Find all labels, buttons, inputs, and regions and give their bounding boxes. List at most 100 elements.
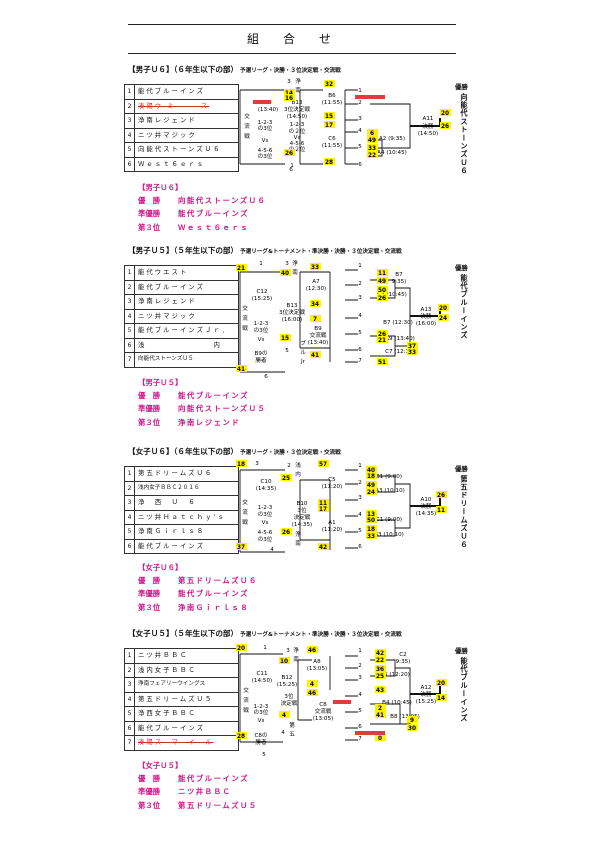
score-value: 17 <box>325 123 333 129</box>
section-heading: 【男子Ｕ５】（５年生以下の部） 予選リーグ&トーナメント・準決勝・決勝・３位決定… <box>128 245 402 256</box>
bracket-label: (15:25) <box>416 699 437 705</box>
score-box <box>310 351 321 358</box>
bracket-label: 1 <box>259 261 263 267</box>
score-value: 25 <box>376 674 384 680</box>
score-box <box>436 694 447 701</box>
bracket-label: 勝者 <box>255 356 267 364</box>
score-box <box>367 136 378 143</box>
bracket-label: 7 <box>358 358 362 364</box>
champion-label: 優勝 <box>455 264 468 272</box>
section-heading-format: 予選リーグ・決勝・３位決定戦・交流戦 <box>238 68 341 74</box>
bracket-label: (11:55) <box>322 100 343 106</box>
score-value: 15 <box>281 336 289 342</box>
score-value: 24 <box>439 316 447 322</box>
bracket-label: A9 (13:40) <box>385 336 415 342</box>
score-box <box>366 516 377 523</box>
score-value: 51 <box>378 360 386 366</box>
bracket-label: (14:50) <box>252 678 273 684</box>
bracket-label: 戦 <box>243 706 249 714</box>
bracket-label: 交 <box>242 304 248 312</box>
bracket-label: 2 <box>358 281 362 287</box>
result-team: Ｗｅｓｔ６ｅｒｓ <box>178 222 250 232</box>
score-box <box>367 151 378 158</box>
section-heading-format: 予選リーグ&トーナメント・準決勝・決勝・３位決定戦・交流戦 <box>238 632 402 638</box>
bracket-label: (11:55) <box>322 143 343 149</box>
score-box <box>324 121 335 128</box>
team-name: 浅内女子ＢＢＣ２０１６ <box>134 480 239 496</box>
result-team: 向能代ストーンズＵ６ <box>178 196 267 206</box>
bracket-label: 3 <box>358 295 362 301</box>
bracket-label: 南 <box>292 268 298 276</box>
score-box <box>280 269 291 276</box>
bracket-label: Jr <box>300 359 306 365</box>
result-team: ニツ井ＢＢＣ <box>178 787 232 797</box>
bracket-label: 6 <box>358 724 362 730</box>
bracket-label: 南 <box>293 655 299 663</box>
bracket-line <box>239 89 285 165</box>
bracket-label: 流 <box>243 696 249 704</box>
result-team: 能代ブルーインズ <box>178 209 249 219</box>
bracket-label: 決定戦 <box>281 699 298 707</box>
bracket-label: 6 <box>358 544 362 550</box>
bracket-label: C5 <box>328 477 336 483</box>
bracket-label: の２位 <box>289 145 306 153</box>
bracket-label: 決勝 <box>420 690 432 698</box>
score-box <box>438 314 449 321</box>
score-value: 43 <box>376 688 384 694</box>
bracket-label: の3位 <box>254 708 269 716</box>
section-heading: 【女子Ｕ５】（５年生以下の部） 予選リーグ&トーナメント・準決勝・決勝・３位決定… <box>128 628 402 639</box>
bracket-label: の3位 <box>258 535 273 543</box>
score-value: 32 <box>325 82 333 88</box>
team-name: Ｗｅｓｔ６ｅｒｓ <box>134 156 239 172</box>
bracket-label: 3 <box>358 116 362 122</box>
score-value: 20 <box>439 306 447 312</box>
result-label: 第３位 <box>138 417 161 427</box>
score-box <box>318 460 329 467</box>
score-box <box>366 510 377 517</box>
result-label: 準優勝 <box>138 404 161 414</box>
score-value: 18 <box>237 462 245 468</box>
champion-label: 優勝 <box>455 83 468 91</box>
score-value: 49 <box>378 279 386 285</box>
bracket-label: 浄 <box>295 530 301 538</box>
score-box <box>436 491 447 498</box>
bracket-label: 3 <box>358 495 362 501</box>
bracket-label: B1 (9:00) <box>376 474 402 480</box>
champion-label: 優勝 <box>455 465 468 473</box>
result-row: 準優勝ニツ井ＢＢＣ <box>138 785 258 798</box>
bracket-label: B9 <box>314 326 322 332</box>
score-box <box>366 466 377 473</box>
score-value: 26 <box>378 332 386 338</box>
score-value: 11 <box>378 271 386 277</box>
score-box <box>377 330 388 337</box>
bracket-label: 9:35) <box>392 279 407 285</box>
score-box <box>310 300 321 307</box>
bracket-label: 4-5-6 <box>258 530 273 536</box>
bracket-label: C1 (9:00) <box>376 517 402 523</box>
score-box <box>236 644 247 651</box>
bracket-label: C8 <box>319 702 327 708</box>
score-box <box>310 315 321 322</box>
score-box <box>375 734 386 741</box>
bracket-label: (13:05) <box>313 716 334 722</box>
bracket-label: 決勝 <box>420 312 432 320</box>
bracket-label: B9の <box>255 350 268 357</box>
bracket-label: 4 <box>358 128 362 134</box>
bracket-label: 戦 <box>242 518 248 526</box>
score-value: 50 <box>367 518 375 524</box>
score-box <box>284 94 295 101</box>
result-row: 第３位浄南Ｇｉｒｌｓ８ <box>138 601 258 614</box>
bracket-label: 1 <box>358 463 362 469</box>
score-value: 28 <box>237 734 245 740</box>
bracket-label: 3位決定戦 <box>279 308 305 316</box>
score-value: 20 <box>441 111 449 117</box>
score-value: 26 <box>441 124 449 130</box>
score-value: 28 <box>325 160 333 166</box>
score-box <box>407 342 418 349</box>
bracket-label: 流 <box>242 508 248 516</box>
